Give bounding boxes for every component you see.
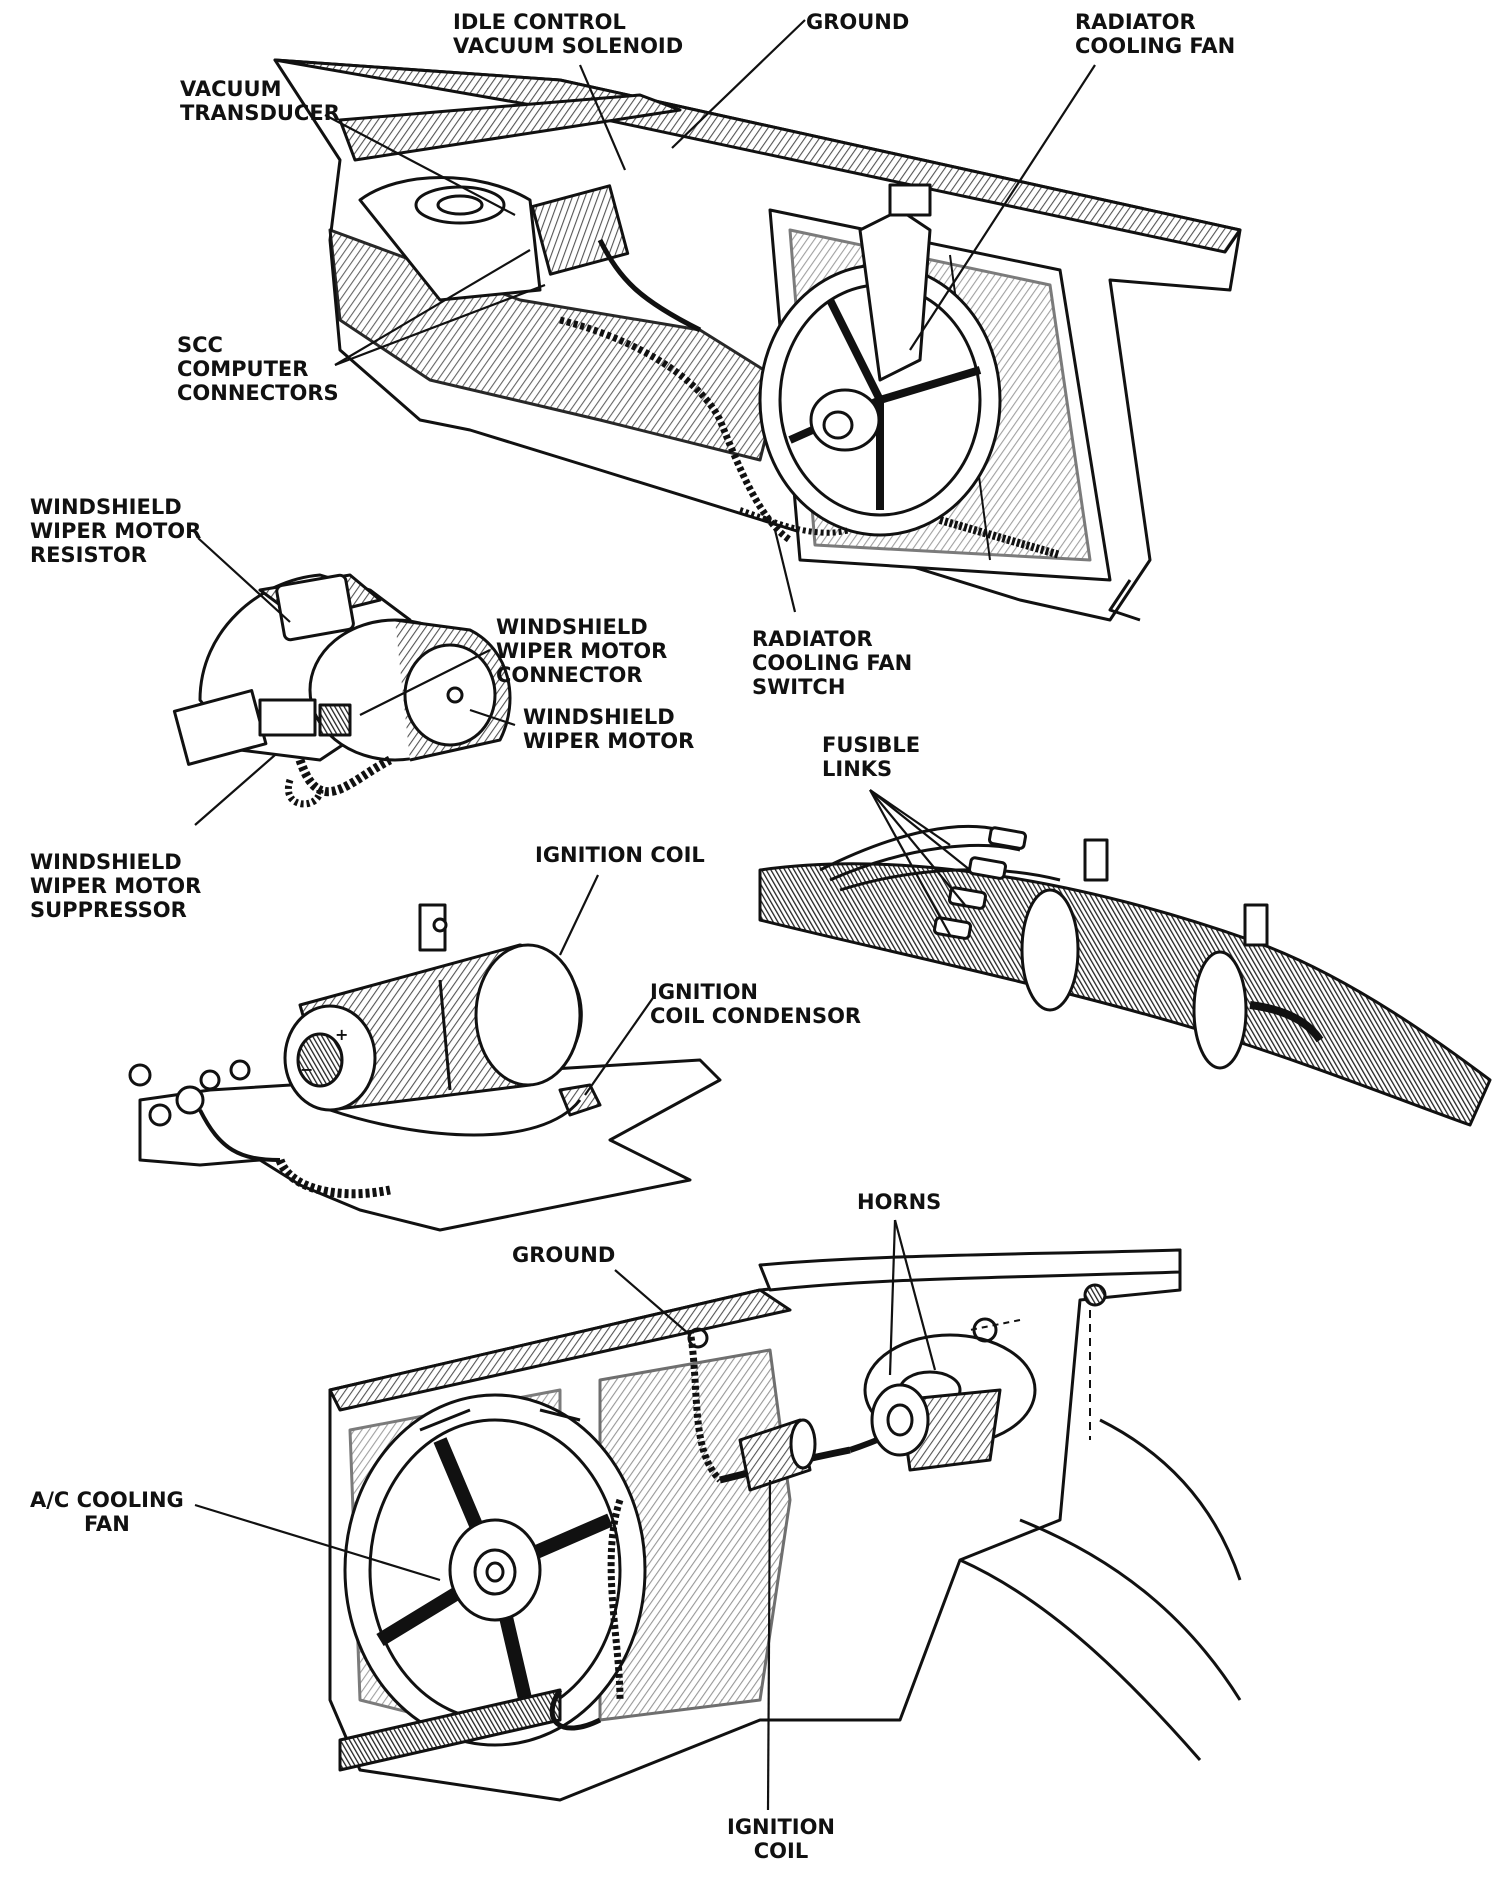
label-line: WINDSHIELD [496,615,648,639]
label-scc-computer-connectors: SCC COMPUTER CONNECTORS [177,333,339,405]
label-line: IDLE CONTROL [453,10,626,34]
label-line: SUPPRESSOR [30,898,187,922]
label-windshield-wiper-motor: WINDSHIELD WIPER MOTOR [523,705,694,753]
label-line: WINDSHIELD [30,495,182,519]
coil-minus-mark: − [300,1060,313,1079]
label-line: WIPER MOTOR [30,519,202,543]
label-line: FAN [84,1512,130,1536]
label-idle-control-vacuum-solenoid: IDLE CONTROL VACUUM SOLENOID [453,10,683,58]
label-fusible-links: FUSIBLE LINKS [822,733,920,781]
wiper-motor-assembly [172,573,512,808]
label-line: COIL [753,1839,809,1863]
label-line: VACUUM [180,77,282,101]
ignition-coil-assembly [128,903,722,1232]
label-line: WINDSHIELD [30,850,182,874]
label-ground-bottom: GROUND [512,1243,615,1267]
label-line: RESISTOR [30,543,147,567]
label-line: WINDSHIELD [523,705,675,729]
label-line: COIL CONDENSOR [650,1004,862,1028]
label-ignition-coil-condensor: IGNITION COIL CONDENSOR [650,980,861,1028]
label-line: WIPER MOTOR [30,874,202,898]
label-line: IGNITION [727,1815,836,1839]
label-line: IGNITION [650,980,759,1004]
label-line: IGNITION COIL [535,843,705,867]
label-ignition-coil-bottom: IGNITION COIL [727,1815,835,1863]
label-line: SWITCH [752,675,846,699]
label-line: GROUND [512,1243,616,1267]
bottom-engine-bay [328,1248,1242,1802]
label-line: WIPER MOTOR [523,729,695,753]
label-line: WIPER MOTOR [496,639,668,663]
label-horns: HORNS [857,1190,941,1214]
label-ignition-coil-top: IGNITION COIL [535,843,705,867]
label-radiator-cooling-fan: RADIATOR COOLING FAN [1075,10,1235,58]
label-line: COOLING FAN [1075,34,1236,58]
label-vacuum-transducer: VACUUM TRANSDUCER [180,77,340,125]
label-ground-top: GROUND [806,10,909,34]
label-windshield-wiper-motor-connector: WINDSHIELD WIPER MOTOR CONNECTOR [496,615,667,687]
label-line: CONNECTOR [496,663,643,687]
coil-plus-mark: + [335,1025,348,1044]
label-windshield-wiper-motor-resistor: WINDSHIELD WIPER MOTOR RESISTOR [30,495,201,567]
label-line: RADIATOR [1075,10,1196,34]
label-line: COMPUTER [177,357,309,381]
label-line: LINKS [822,757,893,781]
label-line: COOLING FAN [752,651,913,675]
fusible-links-harness [758,824,1492,1127]
label-line: A/C COOLING [30,1488,184,1512]
label-line: HORNS [857,1190,942,1214]
label-line: VACUUM SOLENOID [453,34,684,58]
label-line: RADIATOR [752,627,873,651]
label-windshield-wiper-motor-suppressor: WINDSHIELD WIPER MOTOR SUPPRESSOR [30,850,201,922]
leader-lines [194,19,1096,1811]
top-engine-bay [273,58,1242,622]
label-radiator-cooling-fan-switch: RADIATOR COOLING FAN SWITCH [752,627,912,699]
label-line: GROUND [806,10,910,34]
label-line: TRANSDUCER [180,101,340,125]
label-ac-cooling-fan: A/C COOLING FAN [30,1488,184,1536]
label-line: CONNECTORS [177,381,339,405]
label-line: FUSIBLE [822,733,921,757]
label-line: SCC [177,333,223,357]
